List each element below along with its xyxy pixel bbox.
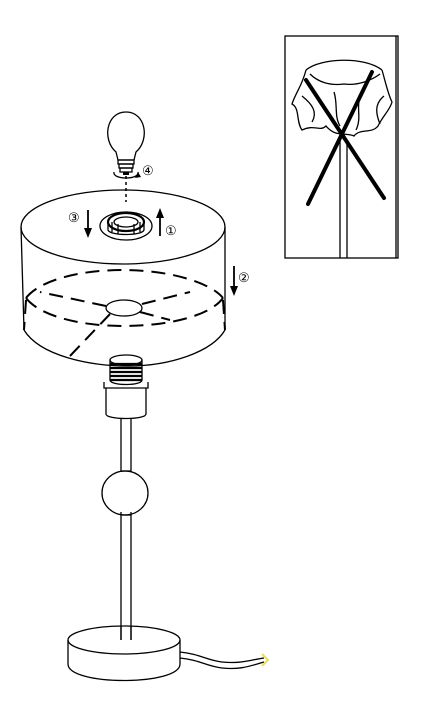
power-cable: [179, 651, 270, 670]
light-bulb: [107, 111, 145, 202]
step-3-down-arrow-icon: [84, 210, 92, 238]
step-4-label: ④: [142, 164, 154, 179]
step-3-label: ③: [68, 211, 80, 226]
step-4-rotate-arrow-icon: [113, 171, 141, 179]
step-1-up-arrow-icon: [156, 208, 164, 236]
step-2-label: ②: [238, 271, 250, 286]
shade-ring: [99, 211, 153, 241]
decorative-ball: [101, 470, 149, 516]
step-2-down-arrow-icon: [230, 266, 238, 296]
lamp-stem: [120, 418, 132, 640]
lamp-shade: [20, 189, 226, 367]
incorrect-usage-inset: [284, 35, 399, 259]
cross-out-x-icon: [304, 70, 386, 206]
step-1-label: ①: [165, 224, 177, 239]
lamp-socket: [103, 354, 149, 420]
lamp-base: [67, 625, 181, 682]
